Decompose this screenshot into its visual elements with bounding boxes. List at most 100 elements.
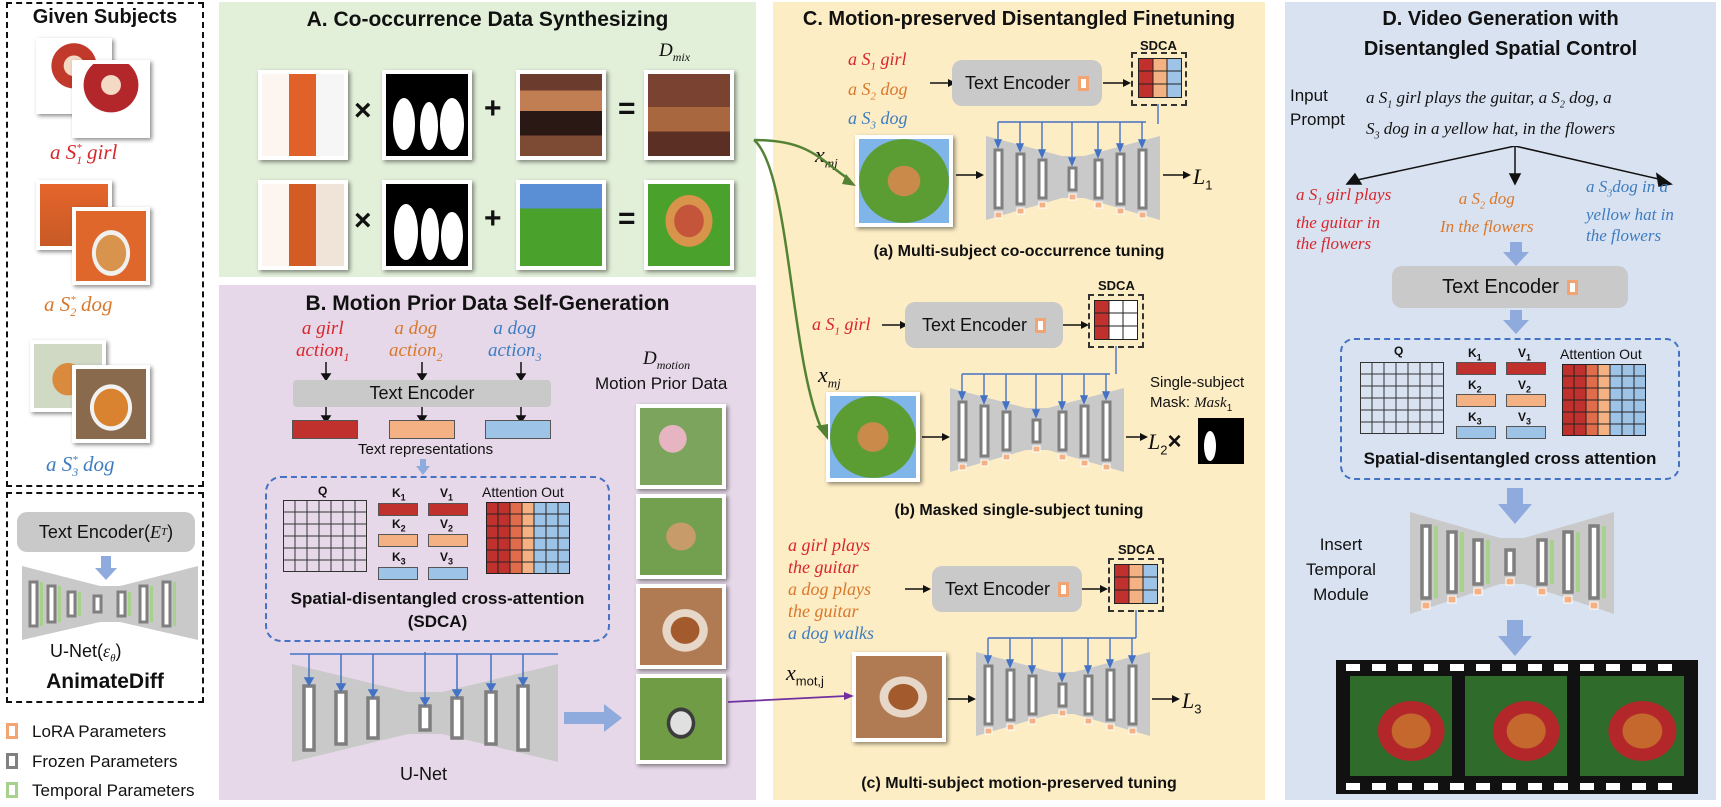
c-b-caption: (b) Masked single-subject tuning [894, 502, 1144, 519]
b-text-encoder: Text Encoder [293, 380, 551, 407]
d-arrow-2 [1503, 310, 1529, 334]
d-v3-label: V3 [1518, 410, 1532, 427]
c-b-text-encoder: Text Encoder [905, 302, 1063, 348]
dmotion-to-c-purple-arrow [728, 692, 854, 703]
d-q-grid [1360, 362, 1444, 434]
c-b-mask-label: Mask: Mask1 [1150, 394, 1233, 414]
c-c-img-to-unet-arrow [948, 695, 976, 703]
animatediff-unet-blocks [28, 580, 172, 628]
b-q-grid [283, 500, 367, 572]
c-c-prompts: a girl plays the guitar a dog plays the … [788, 535, 875, 643]
c-b-te-to-sdca-arrow [1063, 321, 1089, 329]
a-row2-dmix-result [644, 180, 734, 270]
d-arrow-1 [1503, 242, 1529, 266]
c-c-prompt-arrow [905, 585, 931, 593]
c-c-sdca-label: SDCA [1118, 542, 1155, 557]
c-b-prompt-arrow [882, 321, 908, 329]
b-v3-bar [428, 567, 468, 580]
dmix-to-c-green-arrows [753, 138, 856, 440]
dmotion-label: Dmotion [643, 348, 691, 372]
panel-c-title: C. Motion-preserved Disentangled Finetun… [802, 8, 1236, 30]
c-c-sdca-to-unet-line [1135, 610, 1137, 638]
b-v1-label: V1 [440, 486, 454, 503]
d-video-frame-2 [1465, 676, 1567, 776]
c-a-unet-to-loss-arrow [1163, 171, 1191, 179]
c-b-sdca-grid [1094, 300, 1138, 340]
a-row2-equals: = [618, 202, 636, 235]
d-v2-label: V2 [1518, 378, 1532, 395]
b-v1-bar [428, 503, 468, 516]
c-a-sdca-box [1131, 52, 1187, 106]
d-v2-bar [1506, 394, 1546, 407]
subject-3-photo-back [30, 340, 106, 412]
panel-d-title-1: D. Video Generation with [1382, 8, 1619, 30]
d-insert-temporal-label: Insert Temporal Module [1306, 535, 1376, 604]
b-k1-bar [378, 503, 418, 516]
d-split-arrows [1345, 146, 1673, 187]
b-v2-label: V2 [440, 517, 454, 534]
b-to-motion-arrow [564, 704, 622, 732]
animatediff-box [6, 492, 204, 703]
b-k3-label: K3 [392, 550, 406, 567]
d-split-red: a S1 girl plays the guitar in the flower… [1296, 185, 1392, 254]
b-down-arrow-small [416, 459, 430, 475]
b-k2-label: K2 [392, 517, 406, 534]
d-k1-label: K1 [1468, 346, 1482, 363]
d-text-encoder: Text Encoder [1392, 266, 1628, 308]
motion-frame-1 [636, 404, 726, 489]
c-c-xmot-label: xmot,j [786, 660, 824, 689]
a-row1-equals: = [618, 92, 636, 125]
c-a-te-to-sdca-arrow [1103, 79, 1131, 87]
d-q-label: Q [1394, 344, 1404, 358]
panel-b-title: B. Motion Prior Data Self-Generation [305, 292, 670, 315]
b-v2-bar [428, 534, 468, 547]
c-b-prompt: a S1 girl [812, 314, 871, 338]
c-a-input-image [855, 135, 953, 227]
animatediff-title: AnimateDiff [46, 670, 164, 693]
b-unet-label: U-Net [400, 764, 448, 784]
d-k3-bar [1456, 426, 1496, 439]
motion-frame-4 [636, 674, 726, 764]
b-k1-label: K1 [392, 486, 406, 503]
a-row2-background-grass [516, 180, 606, 270]
d-k1-bar [1456, 362, 1496, 375]
c-a-loss-label: L1 [1193, 164, 1213, 193]
d-k2-label: K2 [1468, 378, 1482, 395]
a-row1-multiply: × [354, 94, 372, 127]
b-text-representations-label: Text representations [358, 441, 494, 458]
a-row2-mask [382, 180, 472, 270]
c-b-mask-image [1198, 418, 1244, 464]
c-b-sdca-label: SDCA [1098, 278, 1135, 293]
d-split-orange: a S2 dog In the flowers [1440, 189, 1534, 237]
c-c-te-to-sdca-arrow [1082, 585, 1108, 593]
subject-2-photo-front [72, 207, 150, 285]
b-sdca-caption-2: (SDCA) [407, 612, 468, 631]
d-v3-bar [1506, 426, 1546, 439]
c-a-sdca-grid [1138, 58, 1182, 98]
b-attention-out-label: Attention Out [482, 484, 564, 500]
d-split-blue: a S3dog in a yellow hat in the flowers [1586, 177, 1674, 246]
a-row2-multiply: × [354, 204, 372, 237]
c-c-unet-diagram [976, 637, 1150, 736]
d-v1-bar [1506, 362, 1546, 375]
d-sdca-caption: Spatial-disentangled cross attention [1363, 449, 1657, 468]
motion-frame-2 [636, 494, 726, 579]
animatediff-unet-label: U-Net(εθ) [50, 641, 122, 665]
legend-lora-swatch [6, 723, 18, 739]
a-row1-background-piano [516, 70, 606, 160]
given-subjects-box [6, 2, 204, 487]
a-row1-plus: + [484, 92, 502, 125]
c-c-loss-label: L3 [1182, 688, 1202, 717]
c-b-unet-to-loss-arrow [1126, 433, 1148, 441]
d-sdca-box [1340, 338, 1680, 480]
subject-2-label: a S2* dog [44, 292, 113, 320]
d-attention-out-grid [1562, 364, 1646, 436]
a-row1-mask [382, 70, 472, 160]
b-k2-bar [378, 534, 418, 547]
c-b-single-subject-label: Single-subject [1150, 374, 1245, 391]
animatediff-unet-diagram [22, 556, 198, 640]
motion-prior-data-label: Motion Prior Data [595, 374, 728, 393]
